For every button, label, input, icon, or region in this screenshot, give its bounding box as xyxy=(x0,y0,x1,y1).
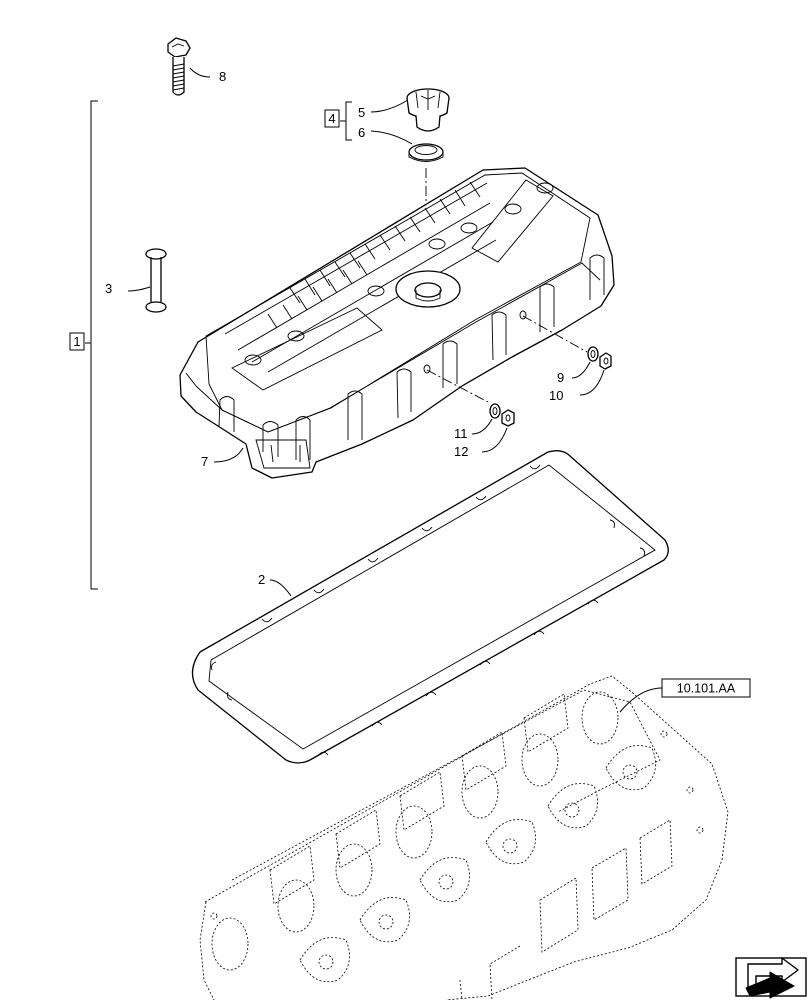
axis-line-front xyxy=(522,315,588,353)
callout-9[interactable]: 9 xyxy=(557,370,564,385)
valve-cover-part xyxy=(179,167,615,479)
leader-ref xyxy=(619,687,663,713)
callout-5[interactable]: 5 xyxy=(358,105,365,120)
leader-2 xyxy=(269,579,292,597)
leader-10 xyxy=(579,369,605,396)
callout-10[interactable]: 10 xyxy=(549,388,563,403)
callout-11[interactable]: 11 xyxy=(454,426,468,441)
axis-line-rear xyxy=(426,369,489,403)
cylinder-head-reference xyxy=(199,675,729,1000)
leader-5 xyxy=(370,99,409,113)
sleeve-part xyxy=(145,248,167,313)
gasket-part xyxy=(191,450,669,764)
nut-10-part xyxy=(599,352,612,370)
bolt-part xyxy=(167,37,191,96)
assembly-bracket-1: 1 xyxy=(69,100,98,590)
leader-9 xyxy=(571,361,591,379)
callout-3[interactable]: 3 xyxy=(105,281,112,296)
leader-11 xyxy=(471,418,493,435)
callout-1[interactable]: 1 xyxy=(73,334,80,349)
callout-6[interactable]: 6 xyxy=(358,125,365,140)
callout-8[interactable]: 8 xyxy=(219,69,226,84)
callout-2[interactable]: 2 xyxy=(258,572,265,587)
callout-12[interactable]: 12 xyxy=(454,444,468,459)
seal-ring-part xyxy=(408,143,444,162)
nut-12-part xyxy=(501,409,515,427)
leader-7 xyxy=(213,447,244,463)
filler-cap-part xyxy=(406,88,450,132)
reference-label[interactable]: 10.101.AA xyxy=(677,682,736,696)
leader-6 xyxy=(370,130,413,145)
callout-7[interactable]: 7 xyxy=(201,454,208,469)
washer-11-part xyxy=(489,403,501,419)
group-bracket-4: 4 xyxy=(324,101,352,141)
callout-4[interactable]: 4 xyxy=(328,111,335,126)
leader-3 xyxy=(127,286,151,292)
leader-12 xyxy=(481,427,508,453)
reference-tag[interactable]: 10.101.AA xyxy=(661,678,751,698)
leader-8 xyxy=(189,67,211,78)
washer-9-part xyxy=(587,346,599,362)
next-page-arrow-icon[interactable] xyxy=(722,957,807,999)
